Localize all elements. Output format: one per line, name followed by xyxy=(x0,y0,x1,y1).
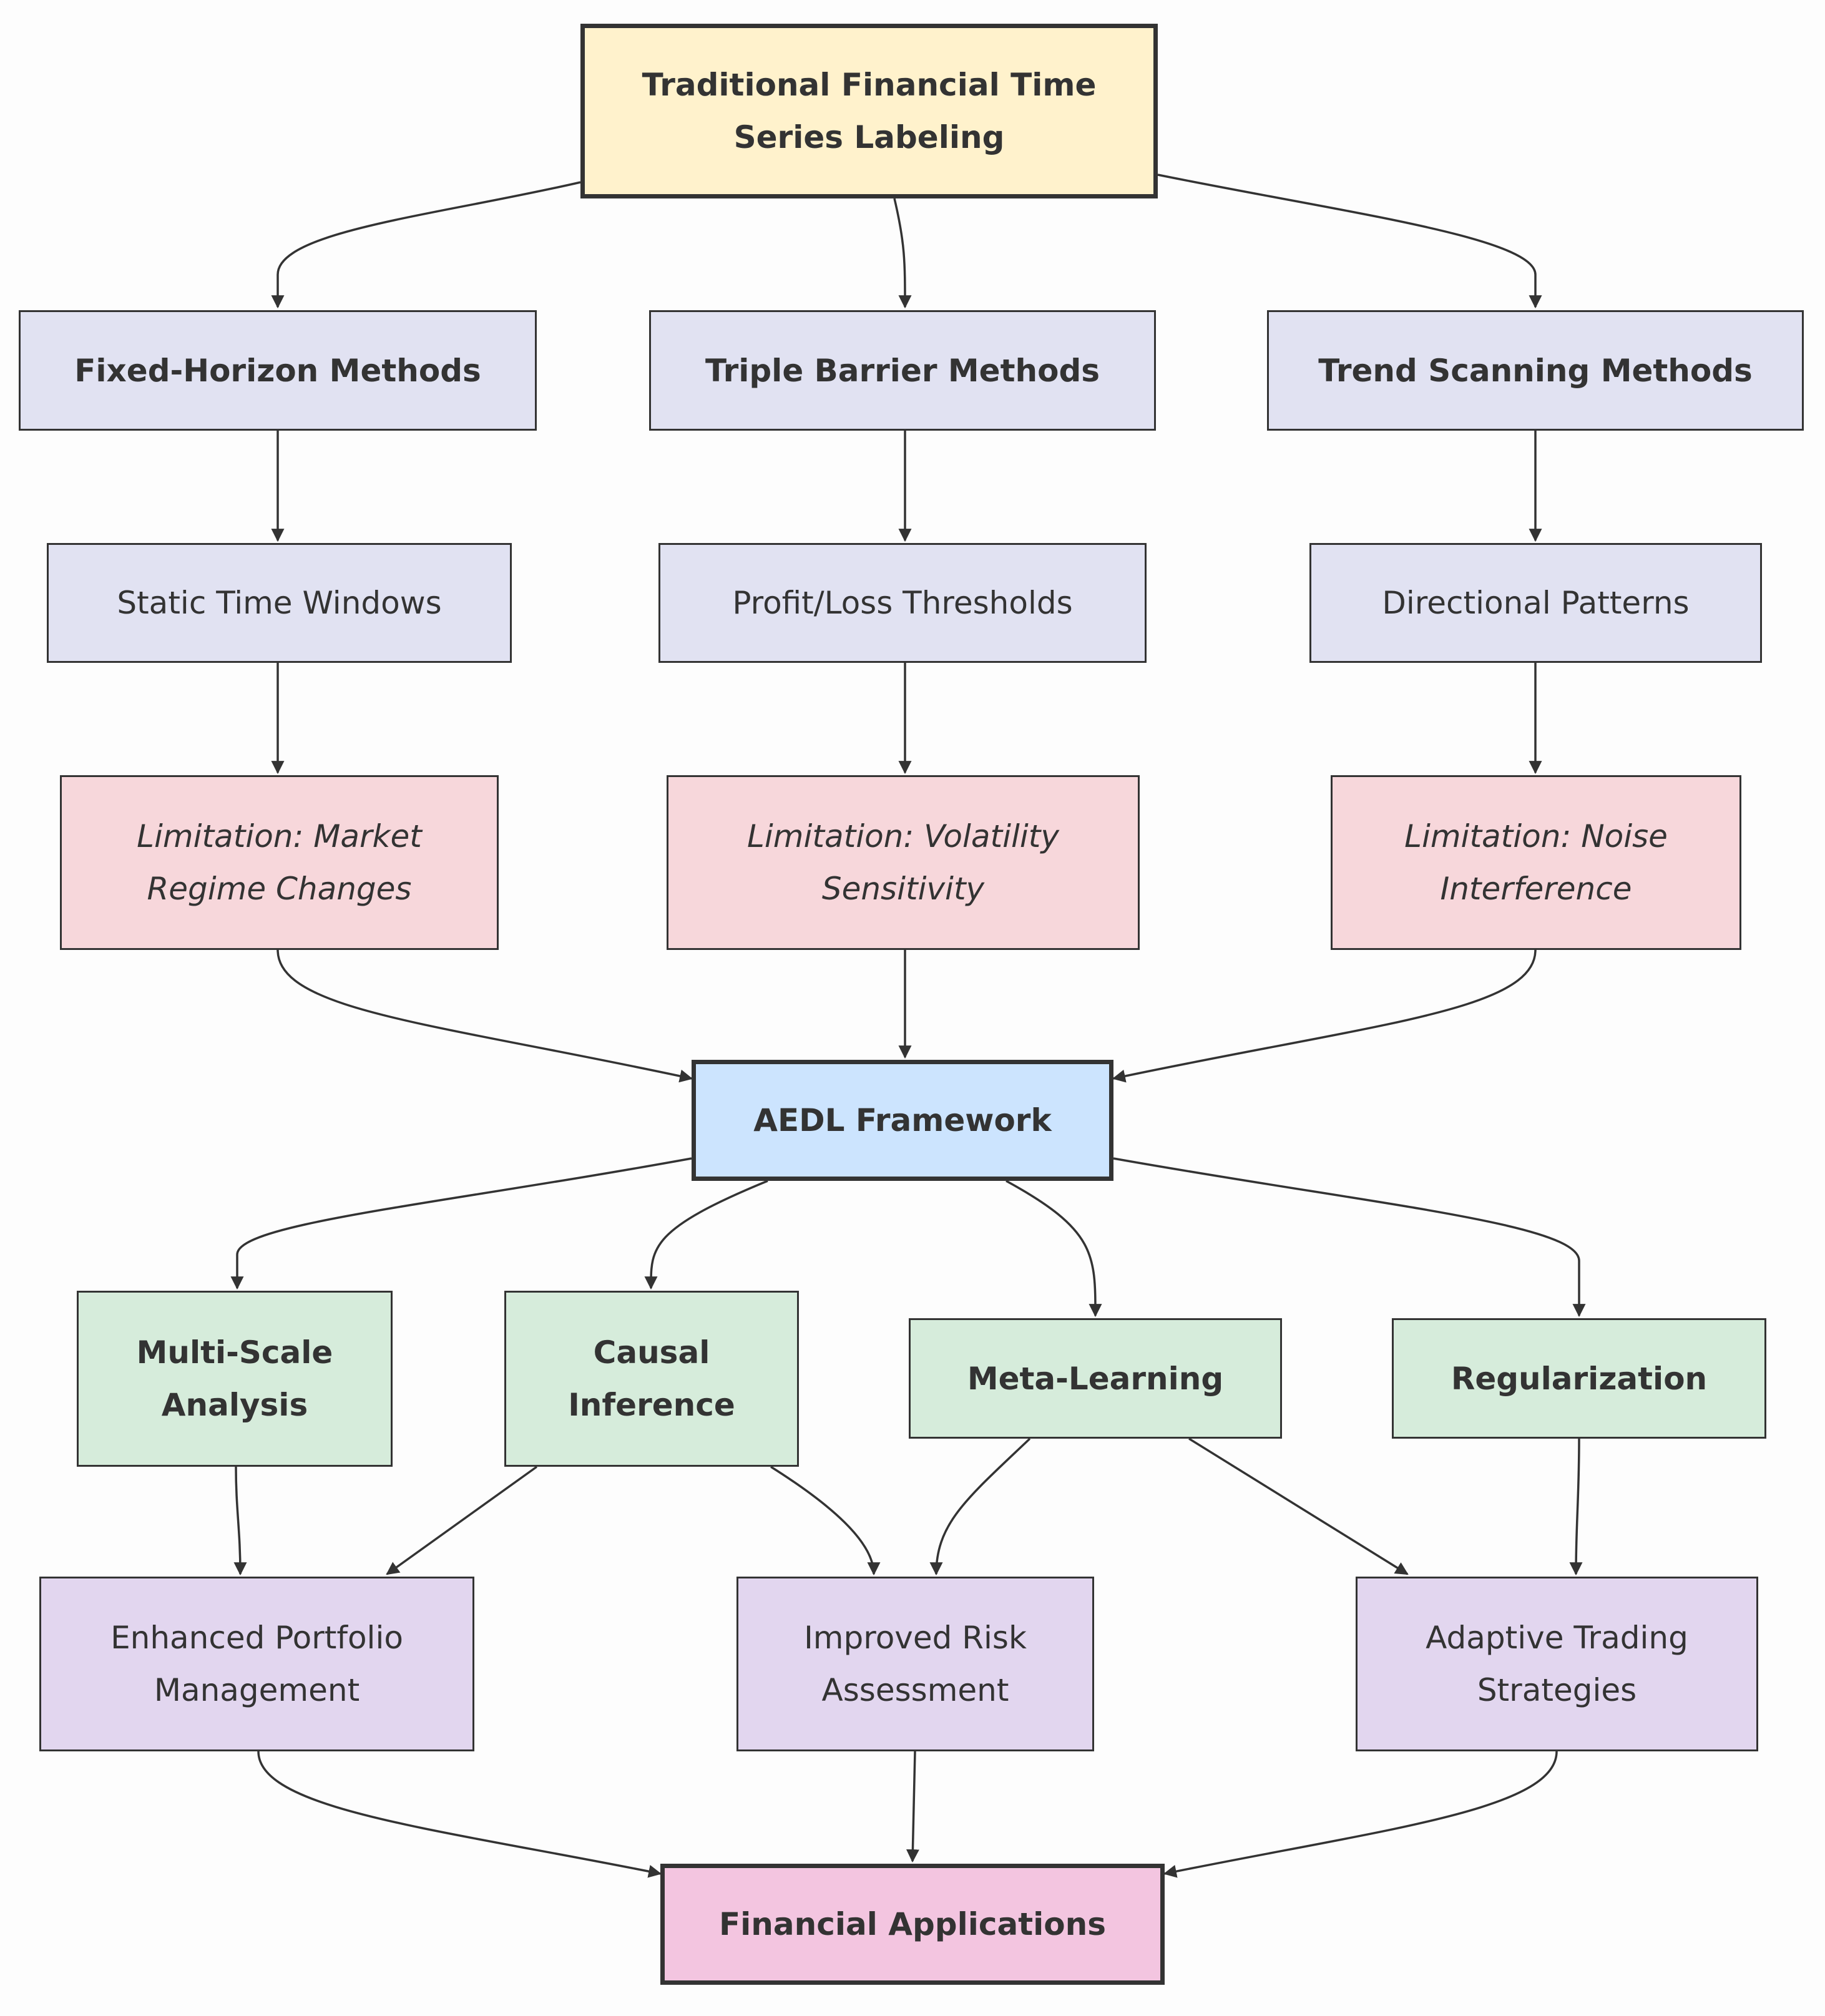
edge-regularization-adaptive xyxy=(1569,1438,1583,1576)
node-label: Fixed-Horizon Methods xyxy=(74,352,481,389)
edge-root-triple-barrier xyxy=(893,198,912,309)
node-label: Static Time Windows xyxy=(117,585,442,621)
edge-limit-noise-aedl xyxy=(1112,949,1537,1083)
node-adaptive-trading: Adaptive Trading Strategies xyxy=(1356,1577,1758,1751)
node-triple-barrier: Triple Barrier Methods xyxy=(649,310,1156,431)
node-label: Adaptive Trading Strategies xyxy=(1426,1620,1688,1708)
node-directional: Directional Patterns xyxy=(1309,543,1762,663)
node-label: Profit/Loss Thresholds xyxy=(732,585,1073,621)
edge-portfolio-financial xyxy=(257,1751,662,1878)
node-limitation-noise: Limitation: Noise Interference xyxy=(1331,775,1741,950)
node-label: Improved Risk Assessment xyxy=(804,1620,1027,1708)
edge-root-trend-scanning xyxy=(1157,174,1542,309)
edge-root-fixed-horizon xyxy=(271,181,581,309)
node-meta-learning: Meta-Learning xyxy=(909,1318,1282,1439)
edge-aedl-regularization xyxy=(1113,1157,1586,1318)
node-portfolio-management: Enhanced Portfolio Management xyxy=(39,1577,474,1751)
node-label: Limitation: Volatility Sensitivity xyxy=(747,818,1059,907)
edge-multiscale-portfolio xyxy=(233,1466,247,1576)
node-traditional-labeling: Traditional Financial Time Series Labeli… xyxy=(580,24,1158,198)
node-trend-scanning: Trend Scanning Methods xyxy=(1267,310,1804,431)
node-label: Limitation: Noise Interference xyxy=(1404,818,1668,907)
node-fixed-horizon: Fixed-Horizon Methods xyxy=(19,310,537,431)
node-limitation-volatility: Limitation: Volatility Sensitivity xyxy=(667,775,1140,950)
edge-causal-portfolio xyxy=(386,1466,538,1575)
node-label: AEDL Framework xyxy=(753,1102,1052,1138)
node-label: Meta-Learning xyxy=(967,1360,1224,1397)
node-label: Enhanced Portfolio Management xyxy=(110,1620,403,1708)
node-label: Causal Inference xyxy=(568,1334,735,1423)
node-label: Limitation: Market Regime Changes xyxy=(137,818,422,907)
node-label: Directional Patterns xyxy=(1382,585,1690,621)
edge-adaptive-financial xyxy=(1163,1751,1558,1878)
node-label: Triple Barrier Methods xyxy=(705,352,1100,389)
edge-meta-risk xyxy=(929,1437,1031,1576)
edge-limit-regime-aedl xyxy=(276,949,693,1083)
node-limitation-regime: Limitation: Market Regime Changes xyxy=(60,775,499,950)
edge-risk-financial xyxy=(906,1751,919,1863)
node-label: Financial Applications xyxy=(719,1906,1106,1942)
node-label: Trend Scanning Methods xyxy=(1318,352,1753,389)
edge-aedl-multiscale xyxy=(230,1157,692,1290)
edge-aedl-meta xyxy=(1005,1180,1102,1318)
node-label: Traditional Financial Time Series Labeli… xyxy=(642,67,1097,155)
node-risk-assessment: Improved Risk Assessment xyxy=(736,1577,1094,1751)
node-regularization: Regularization xyxy=(1392,1318,1766,1439)
node-causal-inference: Causal Inference xyxy=(504,1291,799,1467)
node-aedl-framework: AEDL Framework xyxy=(692,1060,1113,1181)
node-profit-loss: Profit/Loss Thresholds xyxy=(658,543,1147,663)
node-financial-applications: Financial Applications xyxy=(660,1864,1165,1985)
node-multi-scale: Multi-Scale Analysis xyxy=(77,1291,393,1467)
edge-meta-adaptive xyxy=(1188,1437,1409,1575)
edge-causal-risk xyxy=(770,1466,881,1576)
edge-aedl-causal xyxy=(644,1180,768,1290)
node-label: Multi-Scale Analysis xyxy=(136,1334,333,1423)
node-label: Regularization xyxy=(1451,1360,1708,1397)
node-static-windows: Static Time Windows xyxy=(47,543,512,663)
